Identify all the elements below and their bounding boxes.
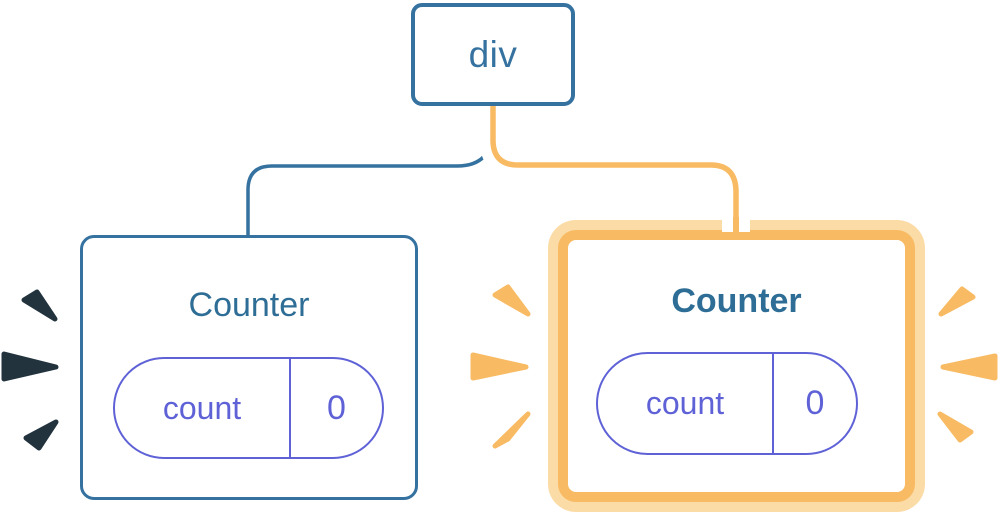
state-pill: count 0: [596, 352, 858, 455]
counter-title: Counter: [671, 282, 802, 320]
burst-marks-right-counter-left: [470, 284, 531, 449]
burst-icon: [492, 411, 531, 449]
burst-icon: [492, 284, 531, 317]
edge-entry-patch: [722, 217, 750, 232]
root-node-label: div: [468, 33, 518, 75]
edge-root-to-right-counter: [490, 104, 739, 236]
edge-root-to-right-counter-casing: [479, 104, 750, 236]
root-node-div: div: [411, 3, 575, 106]
state-name: count: [598, 354, 774, 453]
state-value: 0: [805, 384, 825, 422]
counter-title: Counter: [188, 286, 310, 324]
burst-icon: [937, 411, 974, 443]
counter-node-right-highlighted: Counter count 0: [558, 230, 915, 502]
burst-icon: [23, 419, 59, 451]
counter-node-left: Counter count 0: [80, 235, 418, 500]
burst-icon: [938, 286, 976, 317]
burst-icon: [21, 289, 58, 322]
burst-icon: [940, 353, 998, 381]
burst-marks-right-counter-right: [937, 286, 998, 443]
state-name: count: [115, 359, 291, 457]
edge-root-to-left-counter: [246, 104, 495, 242]
state-value: 0: [327, 388, 346, 427]
burst-icon: [1, 351, 59, 382]
burst-icon: [470, 352, 529, 381]
state-pill: count 0: [113, 357, 384, 459]
edge-entry-core: [733, 217, 739, 232]
burst-marks-left-counter: [1, 289, 59, 451]
